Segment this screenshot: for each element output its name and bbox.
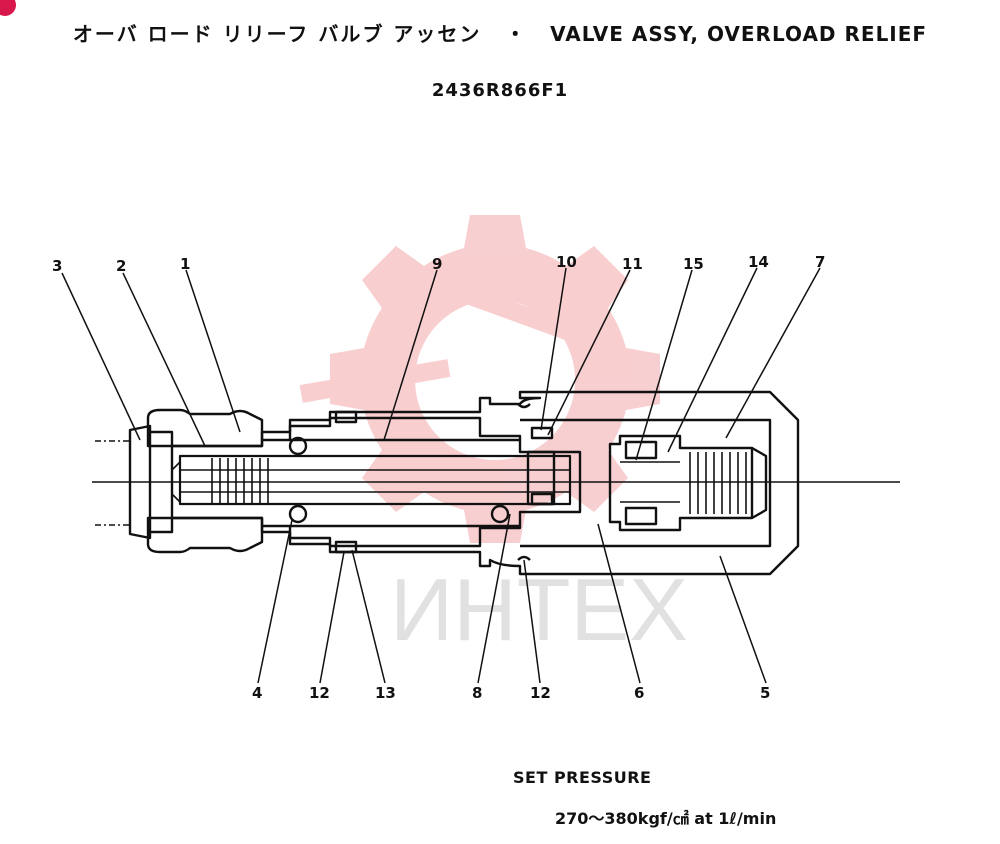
callout-label: 13 [375, 684, 396, 702]
callout-label: 12 [530, 684, 551, 702]
callout-label: 9 [432, 255, 442, 273]
callout-label: 4 [252, 684, 262, 702]
set-pressure-value: 270～380kgf/㎠ at 1ℓ/min [555, 809, 777, 828]
callout-label: 3 [52, 257, 62, 275]
watermark-gear-icon [299, 215, 660, 543]
callout-label: 12 [309, 684, 330, 702]
callout-label: 8 [472, 684, 482, 702]
callout-label: 1 [180, 255, 190, 273]
corner-badge-icon [0, 0, 16, 16]
callout-label: 6 [634, 684, 644, 702]
part-number: 2436R866F1 [431, 80, 569, 101]
valve-outline [92, 390, 900, 576]
callout-label: 14 [748, 253, 769, 271]
drawing-title: オーバ ロード リリーフ バルブ アッセン ・ VALVE ASSY, OVER… [0, 18, 1000, 47]
callouts-bottom: 4 12 13 8 12 6 5 [252, 684, 770, 702]
callout-label: 11 [622, 255, 643, 273]
title-english: VALVE ASSY, OVERLOAD RELIEF [550, 22, 928, 46]
title-japanese: オーバ ロード リリーフ バルブ アッセン [72, 22, 482, 46]
callout-label: 2 [116, 257, 126, 275]
callout-label: 5 [760, 684, 770, 702]
callout-label: 7 [815, 253, 825, 271]
callouts-top: 3 2 1 9 10 11 15 14 7 [52, 253, 825, 275]
callout-label: 15 [683, 255, 704, 273]
leader-lines [61, 267, 821, 684]
title-separator: ・ [505, 22, 527, 46]
set-pressure-label: SET PRESSURE [513, 768, 652, 787]
callout-label: 10 [556, 253, 577, 271]
watermark-text: ИНТЕХ [390, 560, 688, 659]
